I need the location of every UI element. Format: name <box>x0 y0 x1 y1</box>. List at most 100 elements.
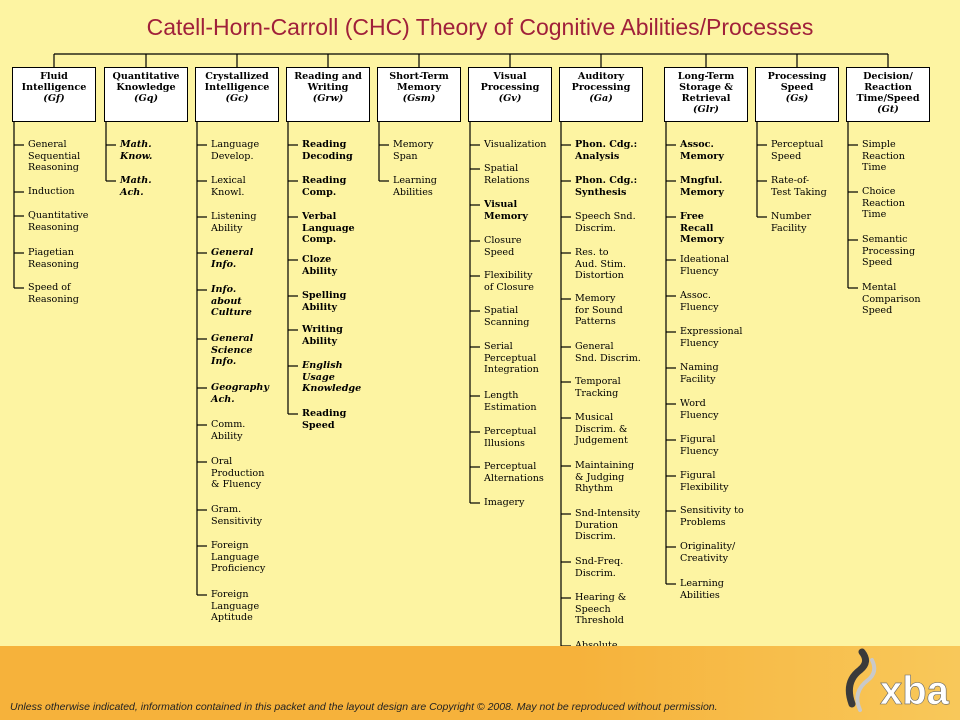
ability-header-box: Quantitative Knowledge(Gq) <box>104 67 188 122</box>
page-title: Catell-Horn-Carroll (CHC) Theory of Cogn… <box>146 14 814 40</box>
ability-header-name: Crystallized Intelligence <box>204 71 270 93</box>
ability-item: Snd-Intensity Duration Discrim. <box>575 508 641 543</box>
ability-item: Perceptual Alternations <box>484 461 544 484</box>
footer-band <box>0 646 960 720</box>
ability-item: Verbal Language Comp. <box>302 211 355 246</box>
ability-header-abbr: (Gv) <box>498 93 522 104</box>
ability-item: Spelling Ability <box>302 290 347 313</box>
ability-item: Spatial Scanning <box>484 305 530 328</box>
ability-item: Flexibility of Closure <box>484 270 534 293</box>
ability-item: Res. to Aud. Stim. Distortion <box>575 247 626 282</box>
ability-item: Musical Discrim. & Judgement <box>575 412 628 447</box>
ability-item: Lexical Knowl. <box>211 175 246 198</box>
ability-header-box: Decision/ Reaction Time/Speed(Gt) <box>846 67 930 122</box>
ability-item: Length Estimation <box>484 390 537 413</box>
ability-header-abbr: (Gsm) <box>402 93 436 104</box>
ability-item: General Sequential Reasoning <box>28 139 81 174</box>
ability-item: Quantitative Reasoning <box>28 210 89 233</box>
copyright-notice: Unless otherwise indicated, information … <box>10 701 718 713</box>
ability-item: Rate-of- Test Taking <box>771 175 827 198</box>
ability-item: Free Recall Memory <box>680 211 724 246</box>
ability-header-abbr: (Ga) <box>589 93 613 104</box>
ability-header-box: Crystallized Intelligence(Gc) <box>195 67 279 122</box>
ability-item: Info. about Culture <box>211 284 252 319</box>
ability-item: Word Fluency <box>680 398 719 421</box>
ability-header-abbr: (Gc) <box>225 93 249 104</box>
ability-header-box: Auditory Processing(Ga) <box>559 67 643 122</box>
ability-header-name: Decision/ Reaction Time/Speed <box>856 71 920 104</box>
ability-item: Writing Ability <box>302 324 343 347</box>
ability-item: Oral Production & Fluency <box>211 456 265 491</box>
ability-item: General Science Info. <box>211 333 254 368</box>
ability-item: Serial Perceptual Integration <box>484 341 539 376</box>
ability-header-name: Quantitative Knowledge <box>112 71 180 93</box>
ability-item: General Snd. Discrim. <box>575 341 641 364</box>
ability-header-name: Long-Term Storage & Retrieval <box>677 71 735 104</box>
ability-item: Foreign Language Aptitude <box>211 589 260 624</box>
ability-item: Number Facility <box>771 211 812 234</box>
ability-header-abbr: (Gt) <box>877 104 899 115</box>
ability-item: Reading Comp. <box>302 175 347 198</box>
ability-header-box: Processing Speed(Gs) <box>755 67 839 122</box>
ability-item: Learning Abilities <box>393 175 437 198</box>
ability-item: Foreign Language Proficiency <box>211 540 266 575</box>
ability-item: Reading Decoding <box>302 139 353 162</box>
ability-item: Speed of Reasoning <box>28 282 79 305</box>
ability-item: Learning Abilities <box>680 578 724 601</box>
ability-item: Listening Ability <box>211 211 257 234</box>
ability-item: Language Develop. <box>211 139 260 162</box>
ability-header-name: Reading and Writing <box>294 71 362 93</box>
ability-header-abbr: (Glr) <box>693 104 719 115</box>
ability-item: Semantic Processing Speed <box>862 234 916 269</box>
ability-item: Ideational Fluency <box>680 254 729 277</box>
ability-item: Closure Speed <box>484 235 522 258</box>
ability-item: Reading Speed <box>302 408 347 431</box>
ability-item: General Info. <box>211 247 254 270</box>
ability-item: Imagery <box>484 497 525 508</box>
ability-item: Snd-Freq. Discrim. <box>575 556 624 579</box>
ability-item: Maintaining & Judging Rhythm <box>575 460 635 495</box>
ability-item: Temporal Tracking <box>575 376 621 399</box>
ability-header-name: Short-Term Memory <box>389 71 449 93</box>
ability-item: Expressional Fluency <box>680 326 743 349</box>
ability-item: Figural Fluency <box>680 434 719 457</box>
ability-item: English Usage Knowledge <box>302 360 362 395</box>
ability-item: Geography Ach. <box>211 382 269 405</box>
ability-item: Comm. Ability <box>211 419 246 442</box>
ability-header-abbr: (Gf) <box>43 93 65 104</box>
ability-item: Math. Ach. <box>120 175 152 198</box>
ability-item: Cloze Ability <box>302 254 338 277</box>
ability-header-name: Fluid Intelligence <box>21 71 87 93</box>
ability-item: Sensitivity to Problems <box>680 505 744 528</box>
ability-item: Visualization <box>484 139 547 150</box>
ability-header-name: Auditory Processing <box>571 71 631 93</box>
ability-item: Hearing & Speech Threshold <box>575 592 627 627</box>
ability-header-box: Short-Term Memory(Gsm) <box>377 67 461 122</box>
ability-item: Spatial Relations <box>484 163 530 186</box>
ability-item: Originality/ Creativity <box>680 541 736 564</box>
ability-item: Gram. Sensitivity <box>211 504 263 527</box>
ability-item: Induction <box>28 186 75 197</box>
ability-item: Assoc. Fluency <box>680 290 719 313</box>
ability-item: Mental Comparison Speed <box>862 282 921 317</box>
logo-text: xba <box>880 669 950 713</box>
ability-item: Perceptual Speed <box>771 139 824 162</box>
ability-item: Phon. Cdg.: Synthesis <box>575 175 638 198</box>
ability-header-abbr: (Gq) <box>134 93 158 104</box>
ability-header-name: Visual Processing <box>480 71 540 93</box>
ability-item: Memory for Sound Patterns <box>575 293 623 328</box>
ability-header-box: Long-Term Storage & Retrieval(Glr) <box>664 67 748 122</box>
ability-item: Figural Flexibility <box>680 470 729 493</box>
ability-item: Phon. Cdg.: Analysis <box>575 139 638 162</box>
ability-item: Simple Reaction Time <box>862 139 905 174</box>
ability-item: Math. Know. <box>120 139 153 162</box>
ability-item: Memory Span <box>393 139 434 162</box>
ability-item: Assoc. Memory <box>680 139 724 162</box>
ability-header-abbr: (Gs) <box>785 93 809 104</box>
ability-header-abbr: (Grw) <box>312 93 344 104</box>
ability-item: Visual Memory <box>484 199 528 222</box>
xba-logo: xba <box>845 648 950 713</box>
ability-item: Naming Facility <box>680 362 719 385</box>
ability-item: Piagetian Reasoning <box>28 247 79 270</box>
ability-item: Mngful. Memory <box>680 175 724 198</box>
